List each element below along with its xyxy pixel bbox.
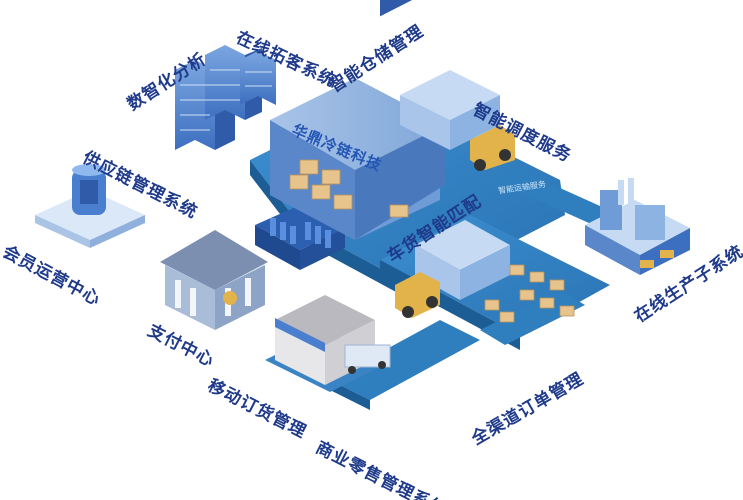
server-racks xyxy=(255,205,345,270)
member-center-platform xyxy=(35,164,145,248)
warehouse xyxy=(270,0,445,240)
office-towers xyxy=(175,45,276,150)
bank-building xyxy=(160,230,268,330)
delivery-truck-top xyxy=(400,70,515,171)
retail-shop xyxy=(265,295,391,392)
delivery-truck-middle xyxy=(395,220,510,318)
factory xyxy=(585,178,690,275)
storage-shelves xyxy=(484,264,575,323)
